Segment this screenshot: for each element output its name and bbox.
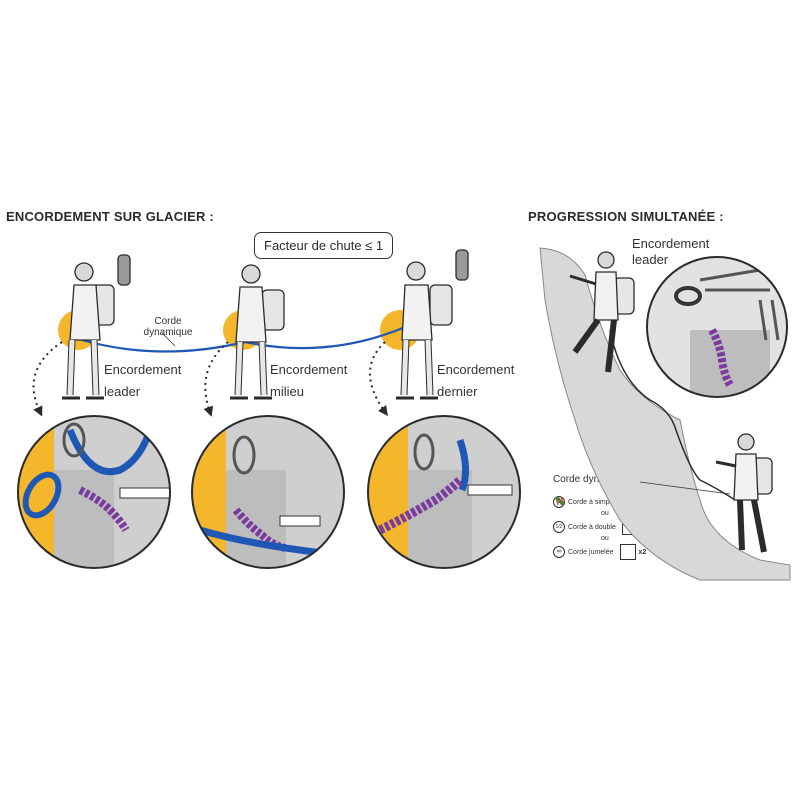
leader-tie-in-line1: Encordement — [632, 236, 710, 251]
rope-option-single: 1 Corde à simple x1 — [553, 494, 663, 510]
detail-circle-middle — [191, 415, 345, 569]
figure-eight-knot-icon — [232, 507, 287, 552]
rope-legend: 1 Corde à simple x1 ou 1/2 Corde à doubl… — [553, 494, 663, 560]
rope-separator: ou — [601, 510, 609, 517]
rope-count: x1 — [640, 498, 648, 506]
carabiner-icon — [62, 422, 86, 458]
leader-tie-in-label: Encordement leader — [632, 236, 709, 268]
leader-highlight — [58, 310, 98, 350]
gear-bottle-icon — [455, 249, 469, 281]
rope-separator: ou — [601, 535, 609, 542]
rope-icon — [555, 494, 638, 510]
climber-label-last-line1: Encordement — [437, 362, 515, 377]
rope-option-label: Corde à double — [568, 523, 616, 531]
climber-label-middle: Encordement milieu — [270, 359, 347, 403]
climber-label-leader: Encordement leader — [104, 359, 181, 403]
rope-option-label: Corde jumelée — [568, 548, 614, 556]
detail-circle-leader — [17, 415, 171, 569]
rope-pointer — [639, 481, 731, 495]
rope-symbol-double: 1/2 — [553, 521, 565, 533]
leader-tie-in-line2: leader — [632, 252, 669, 267]
detail-circle-leader-right — [646, 256, 788, 398]
rope-icon — [555, 496, 638, 535]
backpack-icon — [91, 284, 115, 326]
climber-icon — [569, 251, 635, 373]
fall-factor-badge: Facteur de chute ≤ 1 — [254, 232, 394, 259]
detail-arrow — [203, 341, 229, 417]
detail-arrow — [32, 341, 63, 417]
gear-bottle-icon — [117, 254, 131, 286]
carabiner-icon — [674, 286, 702, 306]
climber-label-middle-line2: milieu — [270, 384, 304, 399]
rope-line — [81, 323, 411, 353]
climber-label-leader-line1: Encordement — [104, 362, 182, 377]
simultaneous-heading: PROGRESSION SIMULTANÉE : — [528, 209, 724, 224]
glacier-heading: ENCORDEMENT SUR GLACIER : — [6, 209, 214, 224]
figure-eight-knot-icon — [708, 328, 734, 388]
rope-option-label: Corde à simple — [568, 498, 616, 506]
carabiner-icon — [232, 435, 256, 475]
backpack-icon — [751, 457, 773, 495]
rope-option-double: 1/2 Corde à double x2 — [553, 496, 663, 535]
detail-arrow — [369, 341, 388, 417]
detail-circle-last — [367, 415, 521, 569]
backpack-icon — [261, 289, 285, 331]
rope-label: Corde dynamique — [138, 316, 198, 338]
middle-highlight — [223, 310, 263, 350]
climber-icon — [715, 433, 773, 553]
figure-eight-knot-icon — [22, 471, 62, 519]
last-highlight — [380, 310, 420, 350]
rope-symbol-twin: ∞ — [553, 546, 565, 558]
carabiner-icon — [413, 433, 435, 471]
backpack-icon — [429, 284, 453, 326]
rope-label-line2: dynamique — [143, 327, 193, 338]
rope-option-twin: ∞ Corde jumelée x2 — [553, 496, 663, 560]
rope-count: x2 — [638, 548, 647, 556]
backpack-icon — [613, 277, 635, 315]
rope-count: x2 — [640, 523, 649, 531]
rope-icon — [555, 496, 636, 560]
climber-label-leader-line2: leader — [104, 384, 141, 399]
rope-legend-title: Corde dynamique — [553, 474, 632, 485]
rope-label-line1: Corde — [154, 316, 182, 327]
climber-label-last: Encordement dernier — [437, 359, 514, 403]
figure-eight-knot-icon — [377, 476, 464, 535]
climber-label-last-line2: dernier — [437, 384, 478, 399]
climber-label-middle-line1: Encordement — [270, 362, 348, 377]
